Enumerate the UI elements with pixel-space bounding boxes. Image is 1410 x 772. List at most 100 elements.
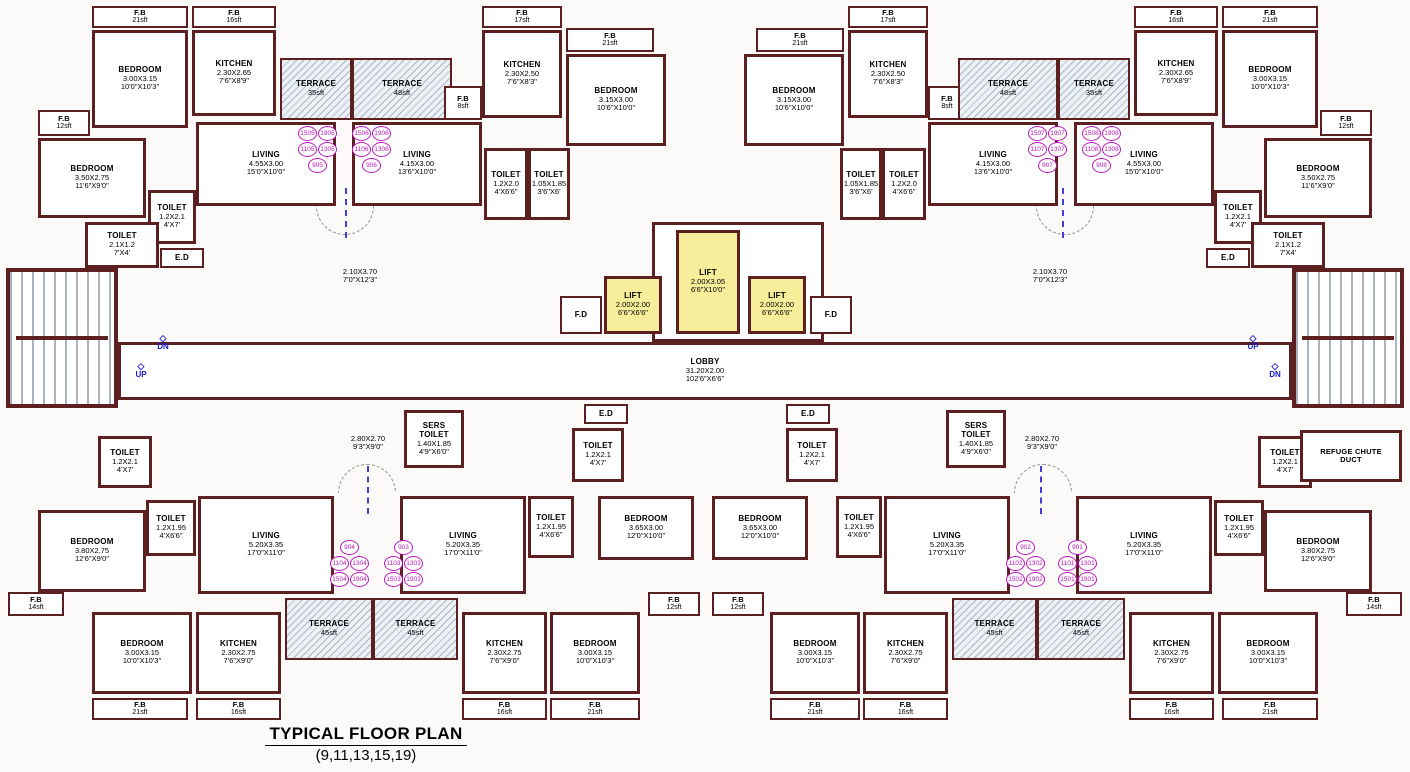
room-label: 12'0"X10'0" [626, 531, 666, 541]
room-label: 2.1X1.2 [109, 240, 135, 250]
room-label: 7'6"X9'0" [1156, 656, 1187, 666]
room-label: 3.15X3.00 [598, 95, 634, 105]
flat-number-row: 908 [1092, 158, 1111, 173]
door-swing-arc [1036, 206, 1094, 235]
room-label: 12sft [56, 123, 72, 131]
room-label: KITCHEN [220, 639, 257, 649]
room-label: TOILET [844, 513, 874, 523]
electrical-duct-box: E.D [160, 248, 204, 268]
flat-number: 1502 [1006, 572, 1025, 587]
flat-number: 901 [1068, 540, 1087, 555]
room-label: 10'0"X10'3" [120, 82, 160, 92]
room-label: TERRACE [395, 619, 436, 629]
door-swing-arc [338, 464, 396, 493]
direction-diamond-icon: ◇ [137, 361, 145, 371]
room-label: 15'0"X10'0" [246, 167, 286, 177]
room-label: 2.10X3.70 [342, 266, 378, 276]
room-label: LOBBY [690, 357, 720, 367]
room-label: LIVING [252, 150, 280, 160]
room-label: BEDROOM [594, 86, 638, 96]
door-line [1040, 466, 1042, 514]
room-label: 4'X6'6" [892, 187, 916, 197]
flat-number: 1102 [1006, 556, 1025, 571]
flat-number: 1508 [1082, 126, 1101, 141]
room-label: 15'0"X10'0" [1124, 167, 1164, 177]
room-label: 2.30X2.75 [221, 648, 256, 658]
room-label: KITCHEN [1157, 59, 1195, 69]
flat-number: 1302 [1026, 556, 1045, 571]
staircase [1292, 268, 1404, 408]
stair-rail [1302, 336, 1394, 340]
room-label: 9'3"X9'0" [1027, 442, 1057, 451]
room-label: 7'0"X12'3" [342, 275, 378, 284]
room-label: F.B [232, 699, 245, 709]
room-label: TERRACE [987, 79, 1029, 89]
room-label: 16sft [496, 709, 513, 717]
room-label: 13'6"X10'0" [973, 167, 1013, 177]
room-label: 12'6"X9'0" [74, 554, 110, 564]
room-label: 1.05X1.85 [843, 179, 879, 189]
room-label: 7'6"X8'9" [219, 76, 249, 86]
room-label: 17'0"X11'0" [928, 548, 966, 558]
flat-number: 1904 [350, 572, 369, 587]
room-label: F.B [941, 93, 953, 103]
room-label: 3.65X3.00 [628, 523, 664, 533]
room-label: 4.55X3.00 [248, 159, 284, 169]
room-label: 3.00X3.15 [122, 74, 158, 84]
room-label: BEDROOM [70, 164, 114, 174]
room-label: 1.2X2.0 [493, 179, 519, 189]
room-label: BEDROOM [793, 639, 837, 649]
room-label: 4'X7' [163, 220, 181, 230]
flat-number: 1303 [404, 556, 423, 571]
room-label: LIVING [449, 531, 477, 541]
room-label: TERRACE [1060, 619, 1102, 629]
room-label: 17sft [514, 17, 530, 25]
room-label: 7'6"X8'3" [507, 77, 537, 87]
room-label: BEDROOM [624, 514, 668, 524]
room-label: 1.05X1.85 [531, 179, 567, 189]
room-label: TOILET [797, 441, 827, 451]
room-label: F.B [58, 113, 70, 123]
room-label: KITCHEN [486, 639, 523, 649]
room-label: F.D [574, 309, 588, 319]
room-label: 21sft [807, 709, 823, 717]
room-label: F.B [457, 93, 469, 103]
room-label: BEDROOM [772, 86, 816, 96]
room-label: F.B [899, 699, 912, 709]
flat-number: 1905 [318, 126, 337, 141]
room-label: 2.80X2.70 [1024, 433, 1060, 443]
room-label: 12sft [730, 604, 746, 612]
flat-number: 1304 [350, 556, 369, 571]
room-label: 7'6"X8'9" [1161, 76, 1191, 86]
room-label: 48sft [999, 88, 1017, 98]
room-label: TOILET [889, 170, 919, 180]
room-label: E.D [801, 408, 815, 418]
room-label: 3'6"X6' [537, 187, 561, 197]
room-label: 45sft [1072, 628, 1090, 638]
